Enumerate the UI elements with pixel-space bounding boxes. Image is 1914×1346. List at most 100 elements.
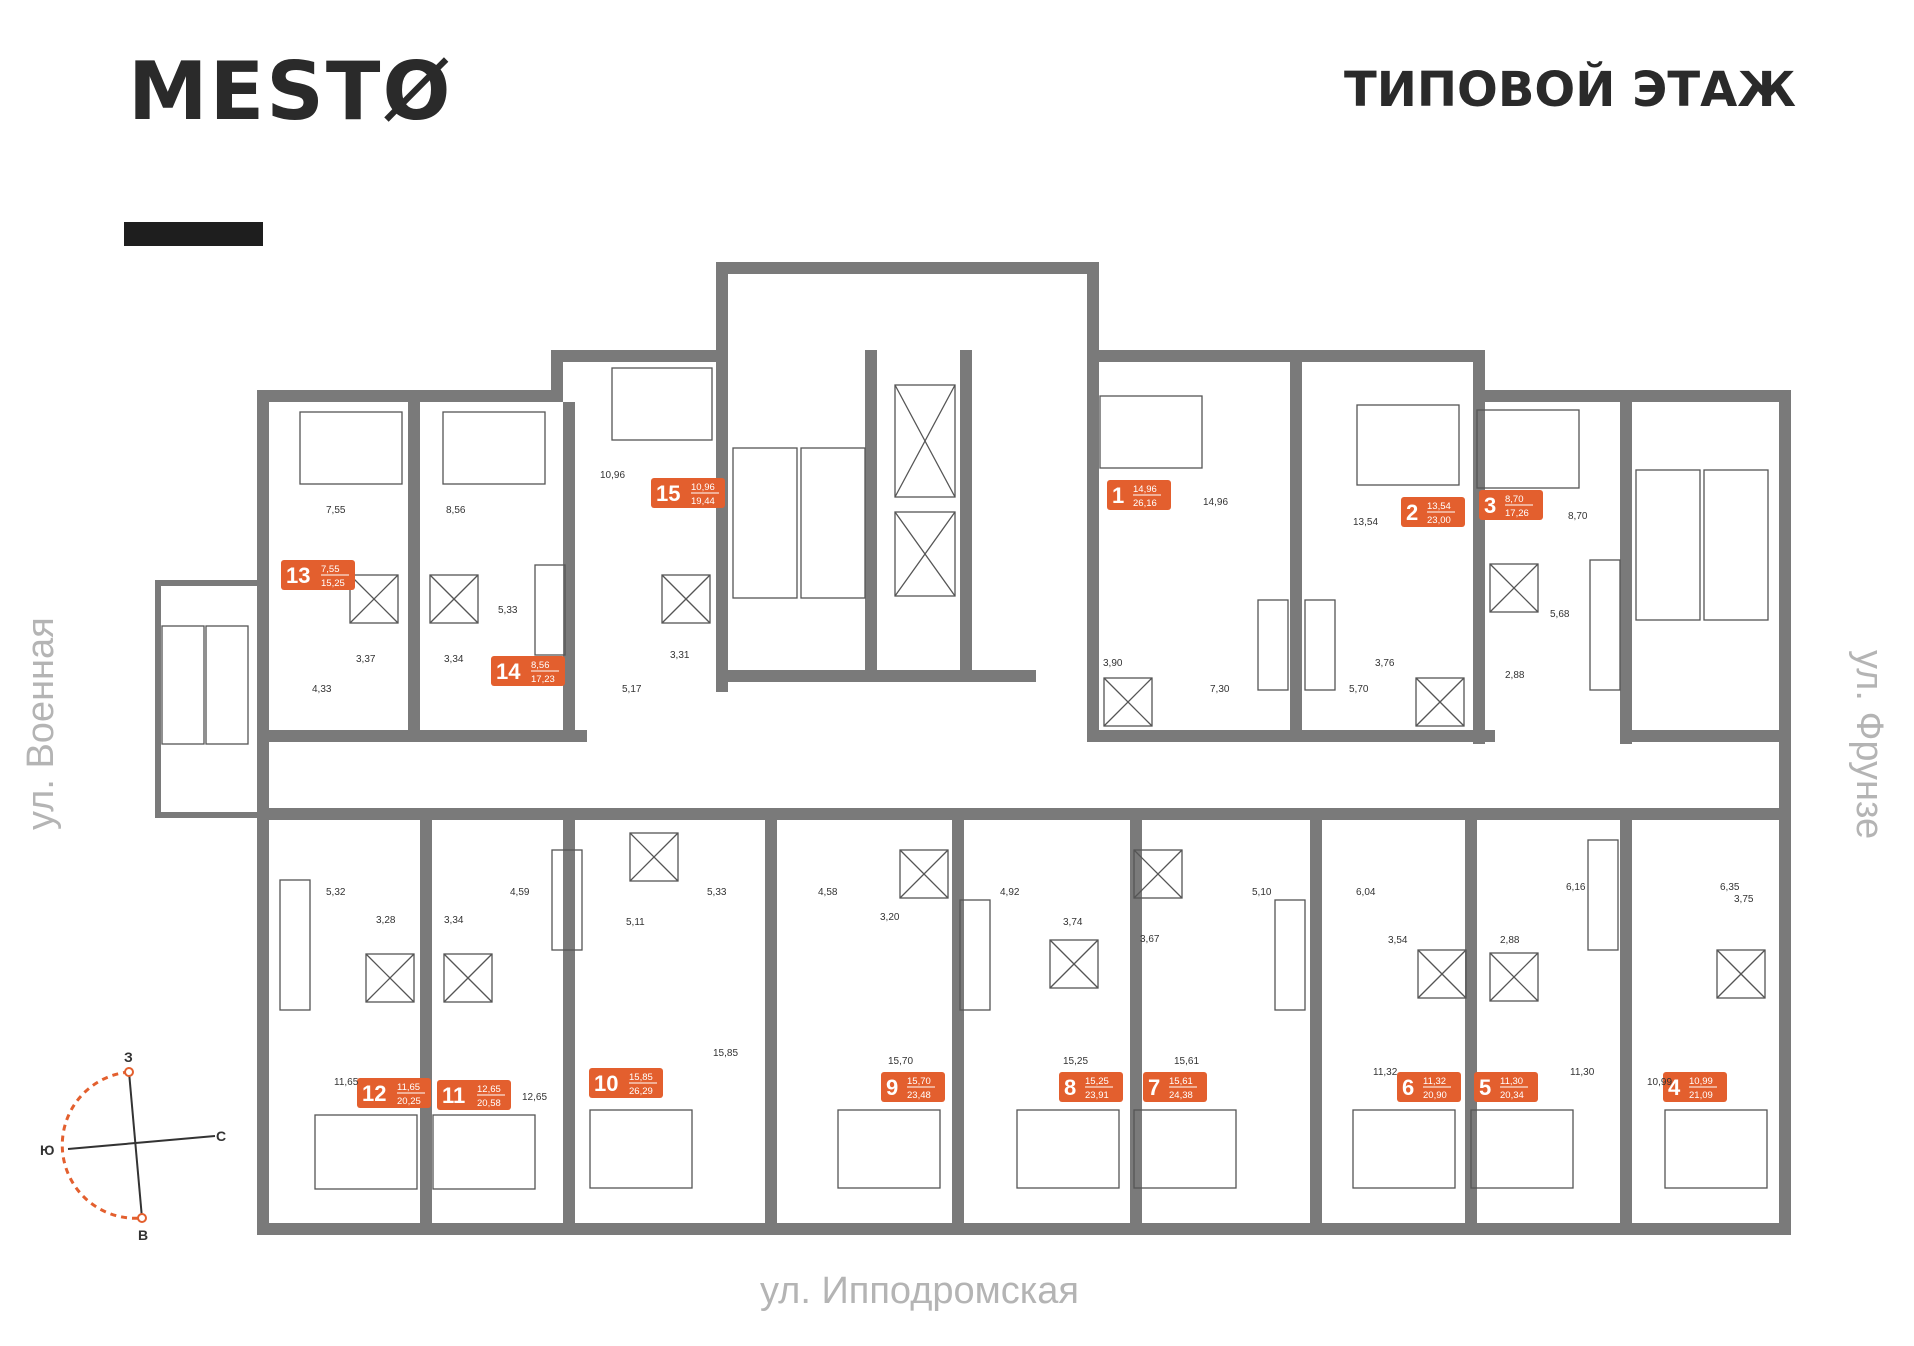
room-area-label: 15,25 [1063,1056,1088,1067]
page-title: ТИПОВОЙ ЭТАЖ [1343,62,1796,118]
apartment-total-area: 19,44 [691,496,715,507]
apartment-number: 2 [1406,500,1418,525]
room-area-label: 15,85 [713,1048,738,1059]
room-area-label: 5,33 [498,605,518,616]
apartment-total-area: 26,16 [1133,498,1157,509]
apartment-badge[interactable]: 5 11,30 20,34 [1474,1072,1538,1102]
room-area-label: 6,04 [1356,887,1376,898]
room-area-label: 3,74 [1063,917,1083,928]
apartment-number: 14 [496,659,521,684]
room-area-label: 6,16 [1566,882,1586,893]
apartment-living-area: 11,30 [1500,1076,1523,1087]
apartment-total-area: 23,00 [1427,515,1451,526]
apartment-living-area: 8,70 [1505,494,1524,505]
apartment-total-area: 20,25 [397,1096,421,1107]
apartment-number: 11 [442,1083,465,1108]
apartment-number: 13 [286,563,310,588]
decorative-bar [124,222,263,246]
room-area-label: 3,20 [880,912,900,923]
apartment-total-area: 24,38 [1169,1090,1193,1101]
apartment-number: 7 [1148,1075,1160,1100]
apartment-badge-bg [651,478,725,508]
room-area-label: 5,11 [626,917,645,928]
apartment-total-area: 26,29 [629,1086,653,1097]
room-area-label: 13,54 [1353,517,1378,528]
room-area-label: 15,61 [1174,1056,1199,1067]
room-area-label: 3,34 [444,915,464,926]
room-area-label: 3,76 [1375,658,1395,669]
apartment-badge[interactable]: 14 8,56 17,23 [491,656,565,686]
room-area-label: 11,30 [1570,1067,1595,1078]
compass-west-label: З [124,1049,133,1065]
room-area-label: 11,32 [1373,1067,1398,1078]
brand-logo: MESTØ [128,45,453,138]
room-area-label: 12,65 [522,1092,547,1103]
apartment-living-area: 11,32 [1423,1076,1446,1087]
room-area-label: 3,90 [1103,658,1123,669]
apartment-badge[interactable]: 7 15,61 24,38 [1143,1072,1207,1102]
apartment-total-area: 15,25 [321,578,345,589]
room-area-label: 4,59 [510,887,530,898]
room-area-label: 10,99 [1647,1077,1672,1088]
street-right-label: ул. Фрунзе [1848,650,1890,840]
apartment-number: 10 [594,1071,618,1096]
room-area-label: 2,88 [1505,670,1525,681]
room-area-label: 5,32 [326,887,346,898]
apartment-living-area: 13,54 [1427,501,1451,512]
apartment-total-area: 20,34 [1500,1090,1524,1101]
street-left-label: ул. Военная [20,617,62,830]
apartment-living-area: 15,85 [629,1072,653,1083]
room-area-label: 14,96 [1203,497,1228,508]
apartment-total-area: 17,23 [531,674,555,685]
apartment-total-area: 20,58 [477,1098,501,1109]
room-area-label: 3,31 [670,650,690,661]
room-area-label: 2,88 [1500,935,1520,946]
apartment-living-area: 15,61 [1169,1076,1193,1087]
apartment-number: 8 [1064,1075,1076,1100]
room-area-label: 6,35 [1720,882,1740,893]
room-area-label: 4,92 [1000,887,1020,898]
apartment-number: 12 [362,1081,386,1106]
room-area-label: 15,70 [888,1056,913,1067]
room-area-label: 5,17 [622,684,642,695]
room-area-label: 3,54 [1388,935,1408,946]
walls [155,262,1791,1235]
room-area-label: 7,55 [326,505,346,516]
compass-south-label: Ю [40,1142,54,1158]
apartment-living-area: 14,96 [1133,484,1157,495]
apartment-total-area: 23,91 [1085,1090,1109,1101]
room-area-label: 7,30 [1210,684,1230,695]
apartment-badge-bg [357,1078,431,1108]
apartment-number: 5 [1479,1075,1491,1100]
room-area-label: 5,10 [1252,887,1272,898]
apartment-number: 6 [1402,1075,1414,1100]
room-area-label: 3,37 [356,654,376,665]
room-area-label: 4,58 [818,887,838,898]
apartment-living-area: 15,70 [907,1076,931,1087]
apartment-living-area: 10,96 [691,482,715,493]
compass-north-label: С [216,1128,226,1144]
room-area-label: 4,33 [312,684,332,695]
apartment-living-area: 8,56 [531,660,550,671]
room-area-label: 3,75 [1734,894,1754,905]
room-area-label: 3,34 [444,654,464,665]
fixtures [161,367,1769,1190]
room-area-label: 3,67 [1140,934,1160,945]
room-area-label: 3,28 [376,915,396,926]
compass-rose: З Ю С В [40,1049,226,1243]
apartment-badge[interactable]: 2 13,54 23,00 [1401,497,1465,527]
apartment-badge[interactable]: 10 15,85 26,29 [589,1068,663,1098]
room-area-label: 5,68 [1550,609,1570,620]
apartment-badge-bg [491,656,565,686]
